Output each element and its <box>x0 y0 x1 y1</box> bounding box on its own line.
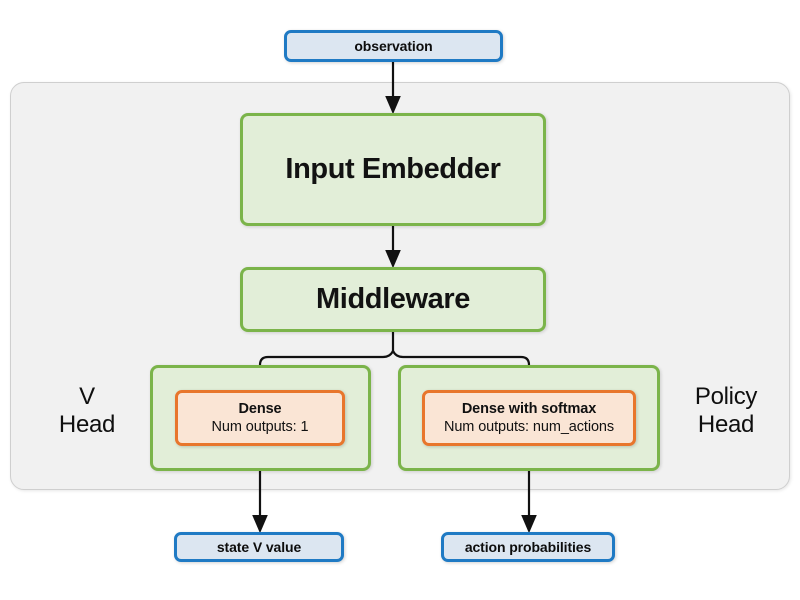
node-state-v-value[interactable]: state V value <box>174 532 344 562</box>
node-middleware-label: Middleware <box>316 283 470 315</box>
node-input-embedder[interactable]: Input Embedder <box>240 113 546 226</box>
label-policy-head-line1: Policy <box>694 383 758 410</box>
label-v-head: V Head <box>28 383 146 440</box>
node-observation-label: observation <box>354 38 433 54</box>
node-dense-v-title: Dense <box>238 400 282 417</box>
node-action-probabilities[interactable]: action probabilities <box>441 532 615 562</box>
label-v-head-line1: V <box>79 383 95 410</box>
node-dense-policy[interactable]: Dense with softmax Num outputs: num_acti… <box>422 390 636 446</box>
node-dense-policy-title: Dense with softmax <box>461 400 597 417</box>
node-state-v-value-label: state V value <box>216 539 302 555</box>
node-observation[interactable]: observation <box>284 30 503 62</box>
label-v-head-line2: Head <box>58 411 116 439</box>
node-middleware[interactable]: Middleware <box>240 267 546 332</box>
node-input-embedder-label: Input Embedder <box>285 153 501 185</box>
node-dense-v[interactable]: Dense Num outputs: 1 <box>175 390 345 446</box>
node-dense-v-subtitle: Num outputs: 1 <box>211 419 309 435</box>
label-policy-head: Policy Head <box>664 383 788 440</box>
node-action-probabilities-label: action probabilities <box>464 539 592 555</box>
label-policy-head-line2: Head <box>697 411 755 439</box>
node-dense-policy-subtitle: Num outputs: num_actions <box>443 419 615 435</box>
